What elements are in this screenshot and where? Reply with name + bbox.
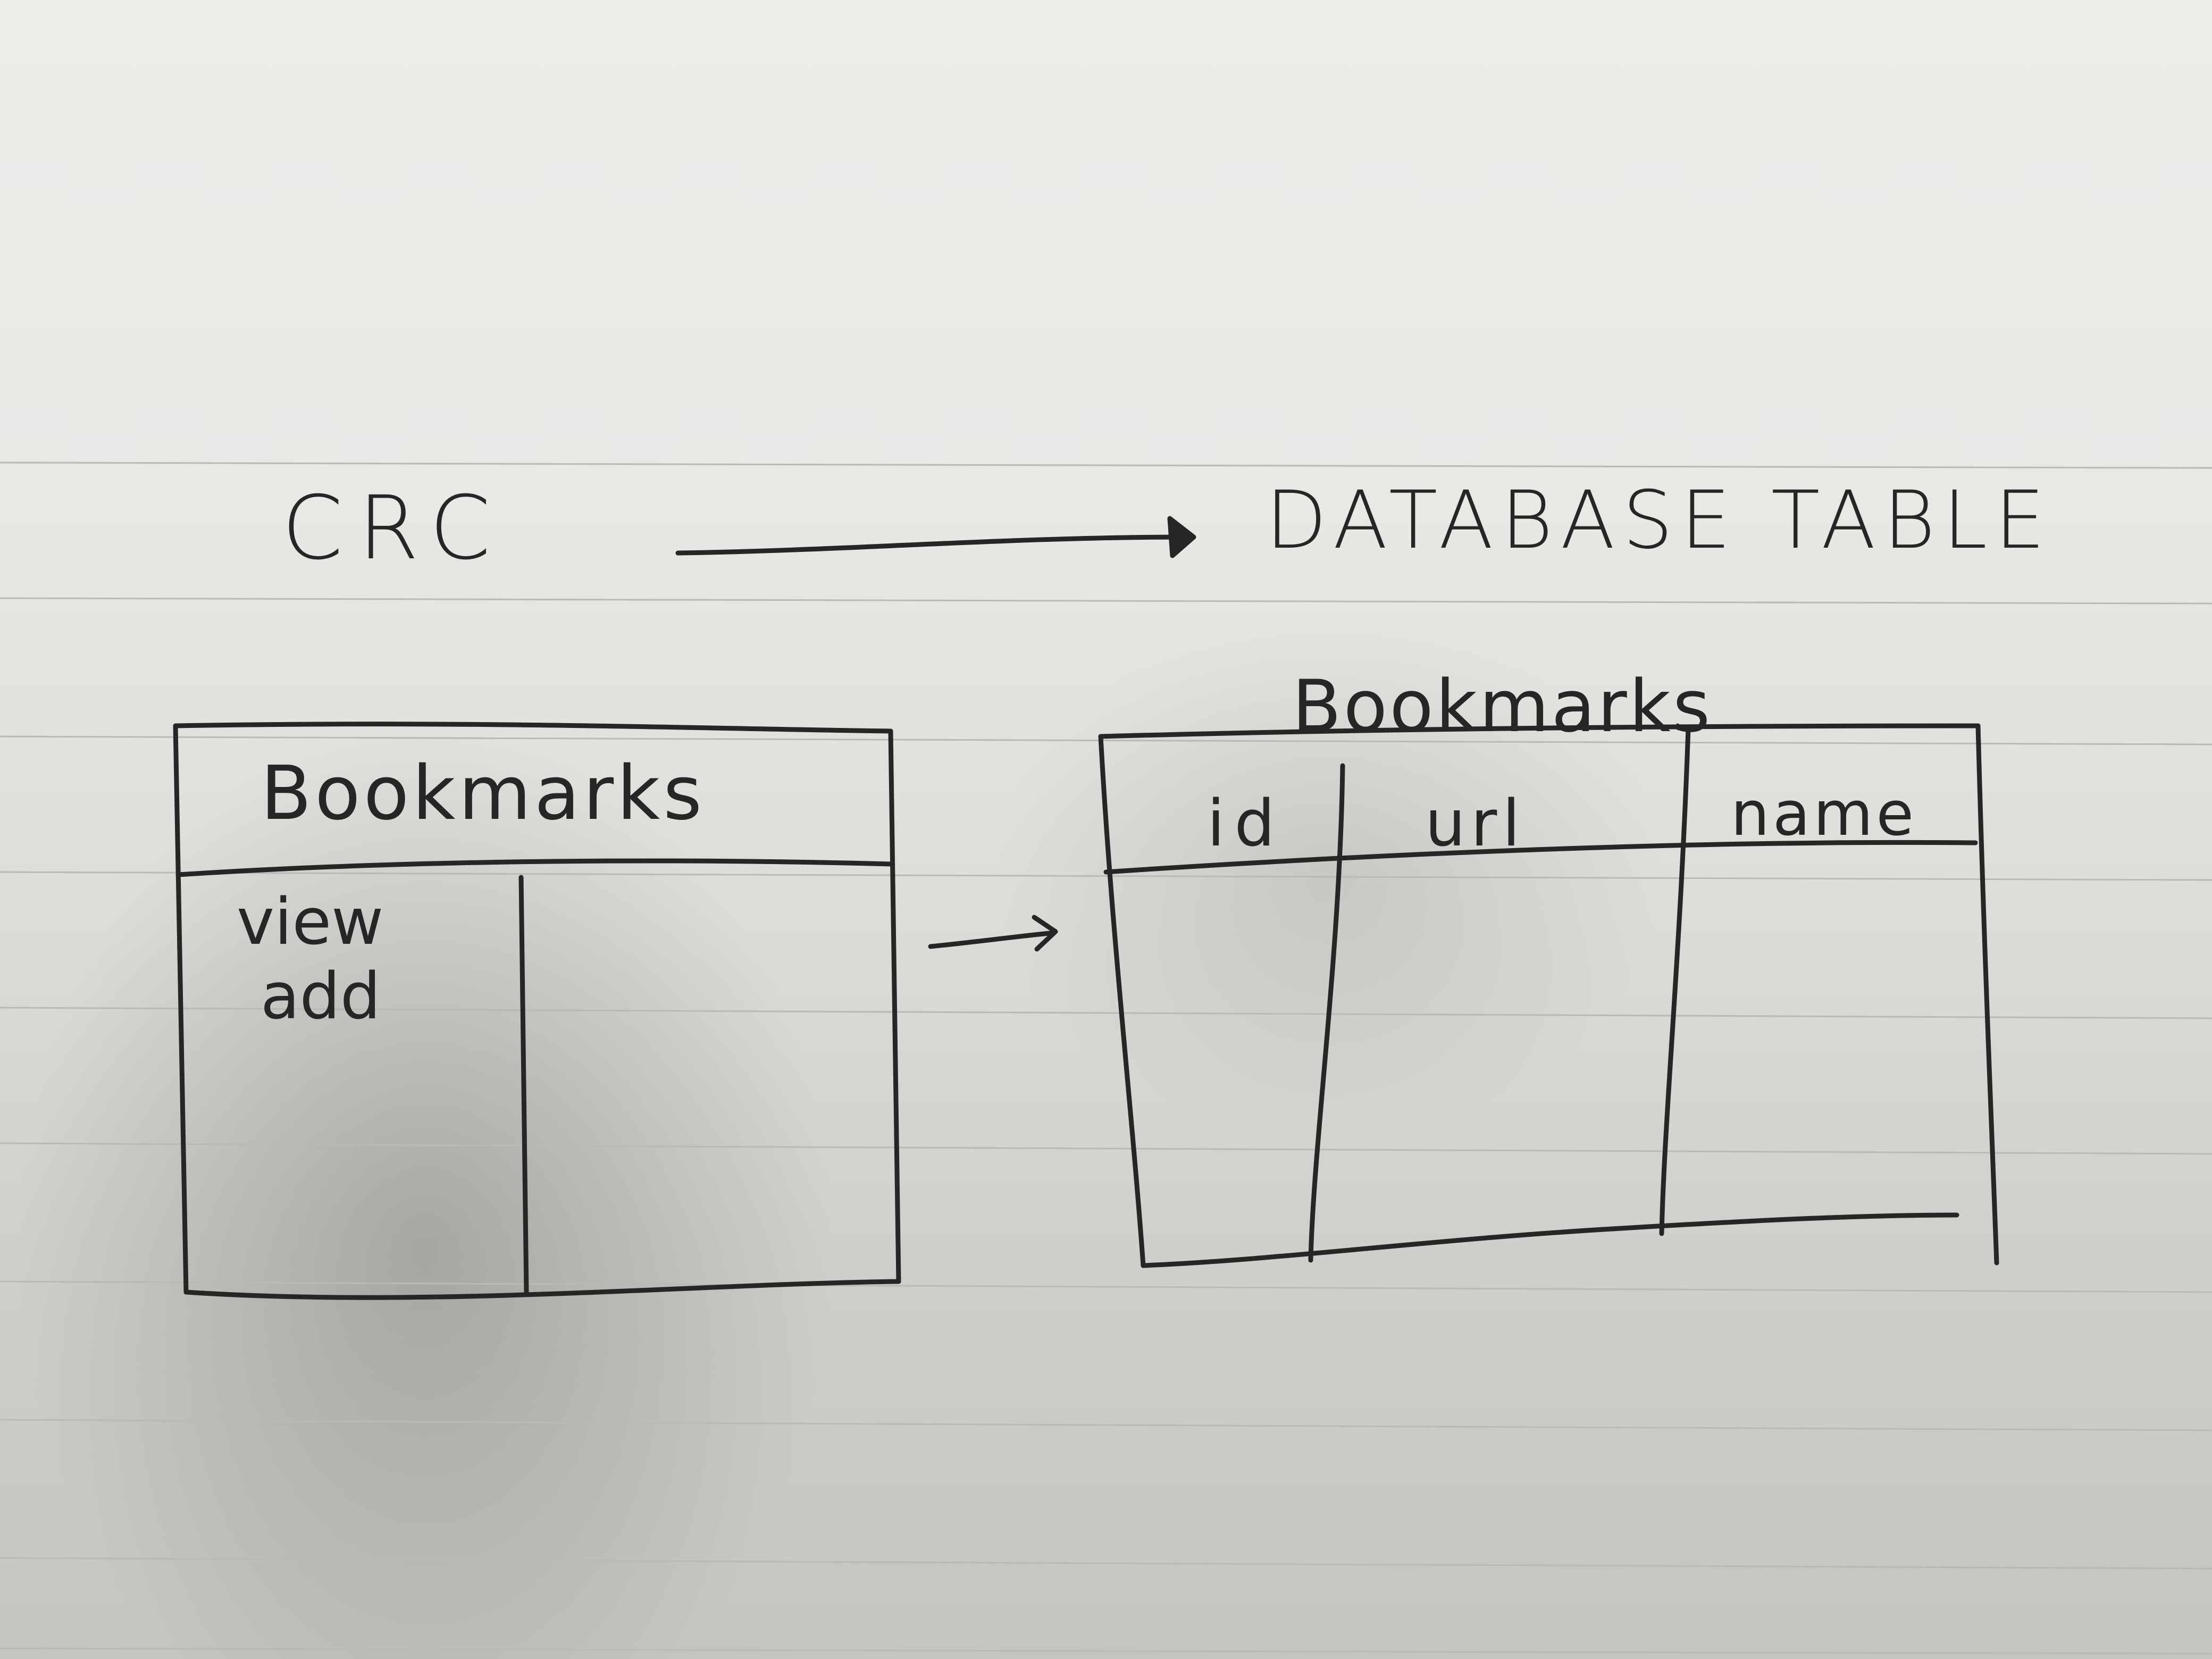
- crc-responsibility-add: add: [261, 960, 381, 1034]
- crc-responsibility-view: view: [237, 885, 383, 959]
- database-table-heading: DATABASE TABLE: [1266, 474, 2052, 567]
- crc-heading: CRC: [282, 477, 506, 579]
- column-header-id: id: [1207, 787, 1285, 861]
- database-table-name: Bookmarks: [1292, 665, 1712, 748]
- column-header-url: url: [1425, 787, 1526, 861]
- mapping-arrow: [928, 915, 1058, 952]
- column-header-name: name: [1731, 778, 1917, 850]
- heading-arrow: [675, 516, 1196, 558]
- crc-card: [173, 722, 901, 1300]
- crc-class-name: Bookmarks: [261, 750, 705, 837]
- database-table: [1098, 723, 1999, 1268]
- ruled-lines: [0, 462, 2212, 1655]
